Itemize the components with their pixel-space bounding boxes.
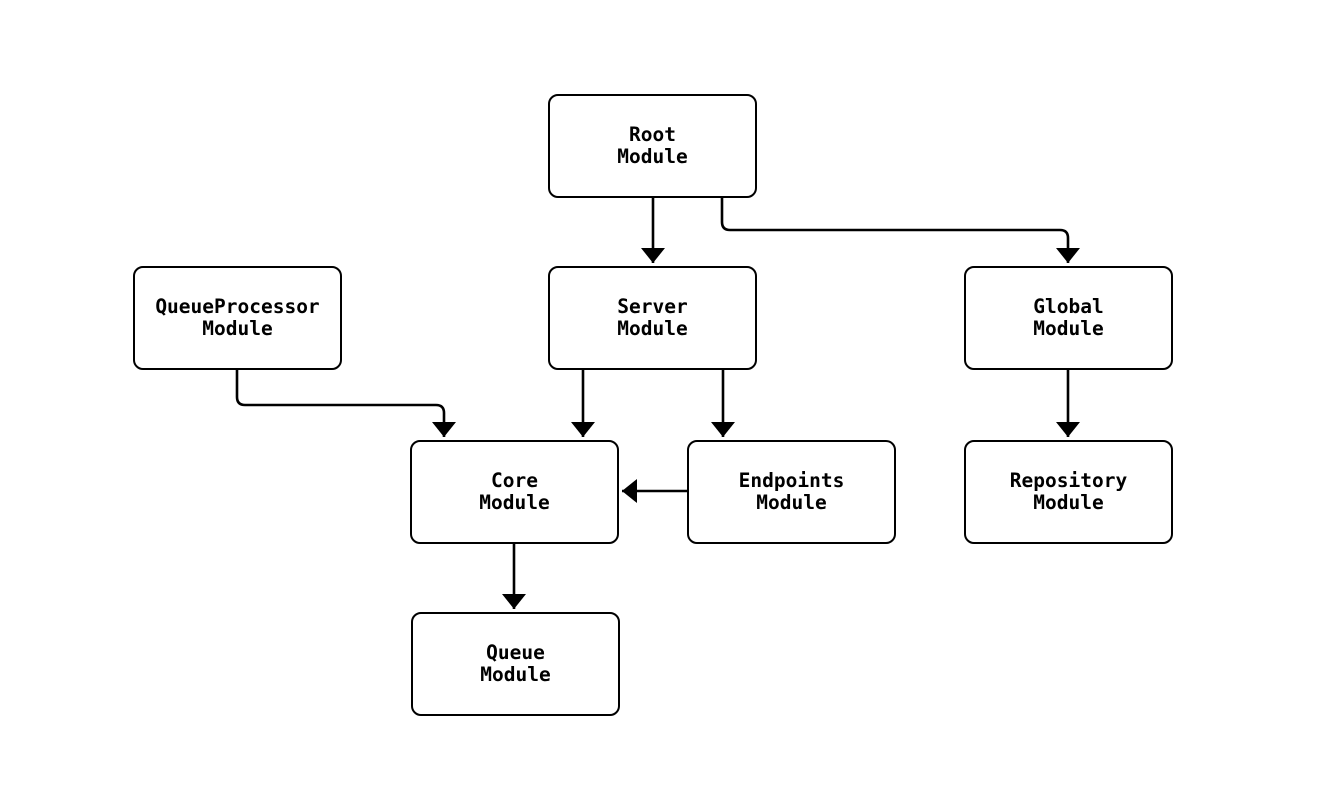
node-label-line: Core xyxy=(491,469,538,492)
node-root-module: Root Module xyxy=(548,94,757,198)
node-server-module: Server Module xyxy=(548,266,757,370)
node-label-line: Module xyxy=(202,317,273,340)
node-label-line: Module xyxy=(480,663,551,686)
node-repository-module: Repository Module xyxy=(964,440,1173,544)
edge-root-to-global xyxy=(720,198,1080,263)
node-label-line: Global xyxy=(1033,295,1104,318)
node-label-line: Server xyxy=(617,295,688,318)
node-label-line: Module xyxy=(479,491,550,514)
node-label-line: Module xyxy=(1033,491,1104,514)
node-label-line: Module xyxy=(617,145,688,168)
node-label-line: Module xyxy=(1033,317,1104,340)
node-core-module: Core Module xyxy=(410,440,619,544)
node-label-line: Module xyxy=(617,317,688,340)
node-queue-module: Queue Module xyxy=(411,612,620,716)
node-label-line: Queue xyxy=(486,641,545,664)
node-label-line: QueueProcessor xyxy=(155,295,320,318)
node-global-module: Global Module xyxy=(964,266,1173,370)
node-label-line: Module xyxy=(756,491,827,514)
edge-queueprocessor-to-core xyxy=(235,370,456,437)
node-queueprocessor-module: QueueProcessor Module xyxy=(133,266,342,370)
node-endpoints-module: Endpoints Module xyxy=(687,440,896,544)
node-label-line: Repository xyxy=(1009,469,1128,492)
node-label-line: Endpoints xyxy=(738,469,845,492)
node-label-line: Root xyxy=(629,123,676,146)
